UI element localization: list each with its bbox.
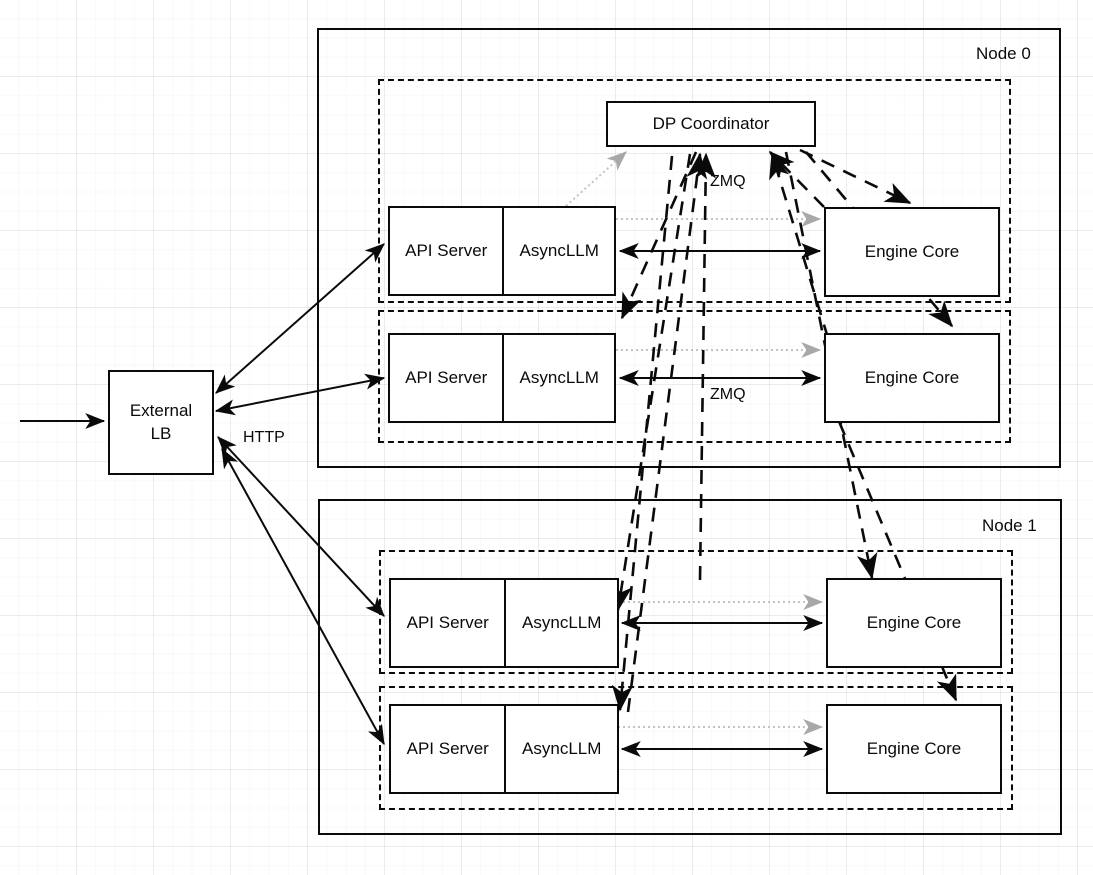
- node-0-dp-group-0: [378, 79, 1011, 303]
- async-llm-cell[interactable]: AsyncLLM: [502, 208, 614, 294]
- dp-coordinator-box[interactable]: DP Coordinator: [606, 101, 816, 147]
- external-lb-label-line2: LB: [150, 423, 172, 443]
- external-lb-box[interactable]: External LB: [108, 370, 214, 475]
- api-server-cell[interactable]: API Server: [406, 739, 489, 758]
- http-edge-label: HTTP: [243, 429, 285, 446]
- external-lb-label-line1: External: [129, 400, 193, 420]
- api-server-cell[interactable]: API Server: [406, 613, 489, 632]
- node-0-dp-group-1-engine-core[interactable]: Engine Core: [824, 333, 1000, 423]
- async-llm-cell[interactable]: AsyncLLM: [504, 580, 617, 666]
- node-0-label: Node 0: [976, 44, 1031, 63]
- async-llm-cell[interactable]: AsyncLLM: [504, 706, 617, 792]
- node-0-dp-group-1: [378, 310, 1011, 443]
- api-server-cell[interactable]: API Server: [405, 241, 488, 260]
- engine-core-label: Engine Core: [864, 368, 960, 387]
- node-1-label: Node 1: [982, 516, 1037, 535]
- node-1-container: [318, 499, 1062, 835]
- node-0-dp-group-1-server-box[interactable]: API Server AsyncLLM: [388, 333, 616, 423]
- node-1-dp-group-1: [379, 686, 1013, 810]
- engine-core-label: Engine Core: [866, 739, 962, 758]
- node-1-dp-group-1-server-box[interactable]: API Server AsyncLLM: [389, 704, 619, 794]
- node-0-dp-group-0-zmq-label: ZMQ: [710, 173, 746, 190]
- node-0-dp-group-0-engine-core[interactable]: Engine Core: [824, 207, 1000, 297]
- async-llm-cell[interactable]: AsyncLLM: [502, 335, 614, 421]
- node-0-dp-group-0-server-box[interactable]: API Server AsyncLLM: [388, 206, 616, 296]
- node-1-dp-group-0-server-box[interactable]: API Server AsyncLLM: [389, 578, 619, 668]
- node-1-dp-group-0-engine-core[interactable]: Engine Core: [826, 578, 1002, 668]
- api-server-cell[interactable]: API Server: [405, 368, 488, 387]
- node-0-dp-group-1-zmq-label: ZMQ: [710, 386, 746, 403]
- engine-core-label: Engine Core: [864, 242, 960, 261]
- node-1-dp-group-0: [379, 550, 1013, 674]
- node-0-container: [317, 28, 1061, 468]
- node-1-dp-group-1-engine-core[interactable]: Engine Core: [826, 704, 1002, 794]
- engine-core-label: Engine Core: [866, 613, 962, 632]
- dp-coordinator-label: DP Coordinator: [652, 114, 770, 133]
